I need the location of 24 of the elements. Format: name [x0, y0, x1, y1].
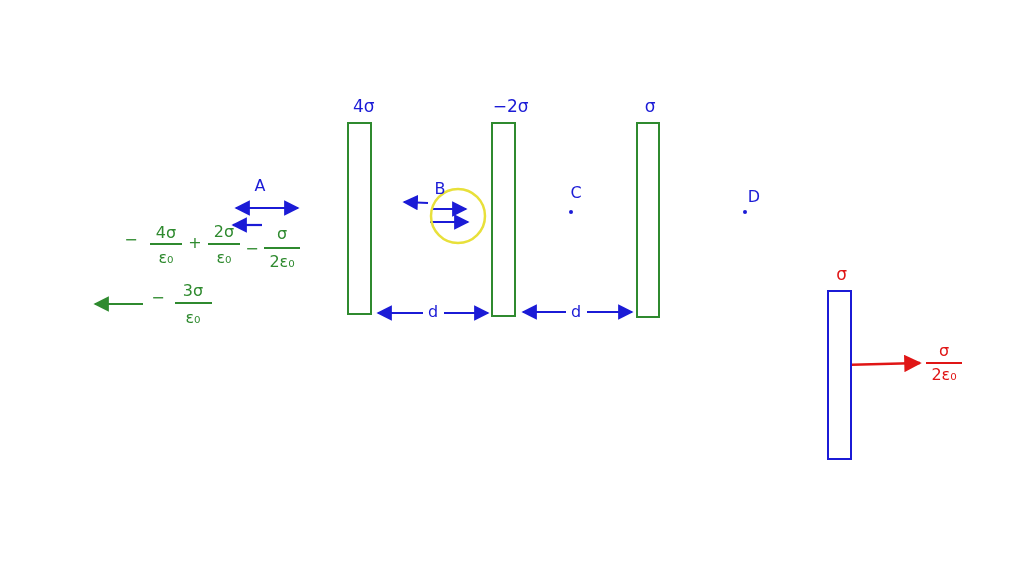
- point-label: A: [254, 178, 266, 194]
- numerator: σ: [276, 226, 288, 242]
- dimension-label: d: [570, 304, 582, 320]
- dimension-label: d: [427, 304, 439, 320]
- denominator: ε₀: [216, 250, 232, 266]
- numerator: 2σ: [213, 224, 235, 240]
- denominator: ε₀: [185, 310, 201, 326]
- numerator: 4σ: [155, 225, 177, 241]
- denominator: ε₀: [158, 250, 174, 266]
- charge-label: σ: [836, 264, 848, 284]
- numerator: 3σ: [182, 283, 204, 299]
- denominator: 2ε₀: [269, 254, 295, 270]
- arrow: [851, 354, 922, 373]
- point-label: C: [570, 185, 582, 201]
- math-sign: −: [151, 290, 165, 306]
- math-sign: −: [245, 241, 259, 257]
- math-sign: +: [188, 235, 202, 251]
- point-label: B: [434, 181, 446, 197]
- charge-label: −2σ: [492, 96, 529, 116]
- math-sign: −: [124, 232, 138, 248]
- point-label: D: [747, 189, 761, 205]
- charge-label: 4σ: [353, 96, 375, 116]
- charge-label: σ: [644, 96, 656, 116]
- field-value: σ 2ε₀: [926, 340, 962, 386]
